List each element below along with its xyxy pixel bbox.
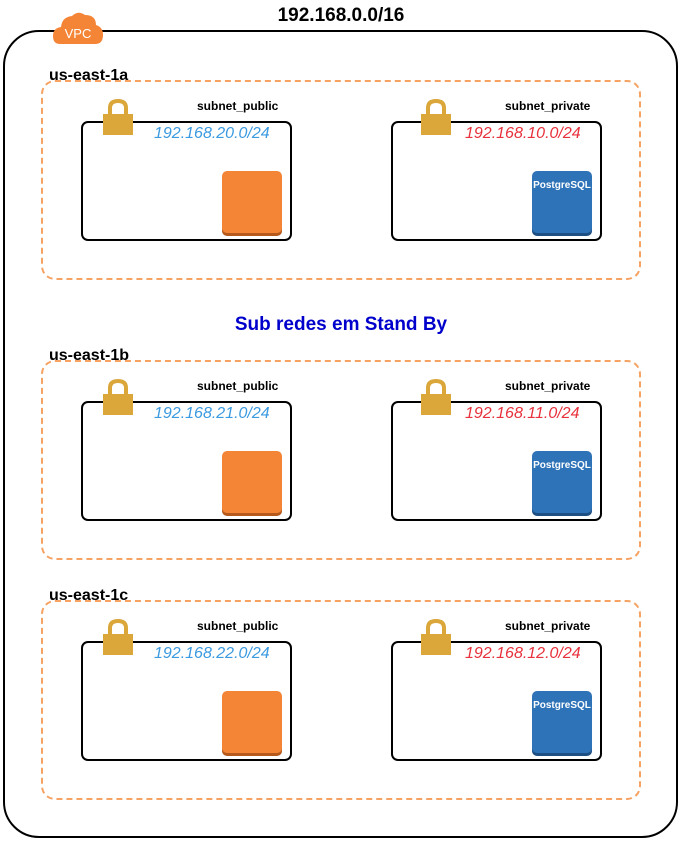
subnet-public-name: subnet_public [197, 379, 279, 393]
postgresql-icon-label: PostgreSQL [533, 700, 591, 711]
lock-icon [421, 98, 451, 135]
postgresql-icon-label: PostgreSQL [533, 180, 591, 191]
az-container-us-east-1a [41, 80, 641, 280]
vpc-cidr-title: 192.168.0.0/16 [277, 5, 405, 26]
vpc-cloud-icon: VPC [53, 12, 103, 44]
subnet-private-cidr: 192.168.10.0/24 [465, 125, 581, 142]
az-container-us-east-1c [41, 600, 641, 800]
vpc-container [3, 30, 678, 838]
subnet-public-cidr: 192.168.20.0/24 [154, 125, 270, 142]
lock-icon [103, 618, 133, 655]
subnet-public-cidr: 192.168.22.0/24 [154, 645, 270, 662]
subnet-private-name: subnet_private [505, 99, 591, 113]
subnet-public-cidr: 192.168.21.0/24 [154, 405, 270, 422]
az-container-us-east-1b [41, 360, 641, 560]
az-label-us-east-1c: us-east-1c [49, 587, 129, 604]
subnet-public-name: subnet_public [197, 619, 279, 633]
lock-icon [421, 378, 451, 415]
postgresql-icon: PostgreSQL [532, 691, 592, 753]
az-label-us-east-1a: us-east-1a [49, 67, 129, 84]
standby-subnets-label: Sub redes em Stand By [234, 314, 448, 335]
lock-icon [421, 618, 451, 655]
subnet-private-cidr: 192.168.11.0/24 [465, 405, 580, 422]
subnet-private-name: subnet_private [505, 619, 591, 633]
lock-icon [103, 378, 133, 415]
lock-icon [103, 98, 133, 135]
az-label-us-east-1b: us-east-1b [49, 347, 130, 364]
vpc-badge-label: VPC [65, 26, 92, 41]
subnet-private-name: subnet_private [505, 379, 591, 393]
ec2-instance-icon [222, 171, 282, 233]
subnet-public-name: subnet_public [197, 99, 279, 113]
postgresql-icon: PostgreSQL [532, 171, 592, 233]
subnet-private-cidr: 192.168.12.0/24 [465, 645, 581, 662]
postgresql-icon-label: PostgreSQL [533, 460, 591, 471]
postgresql-icon: PostgreSQL [532, 451, 592, 513]
ec2-instance-icon [222, 451, 282, 513]
ec2-instance-icon [222, 691, 282, 753]
